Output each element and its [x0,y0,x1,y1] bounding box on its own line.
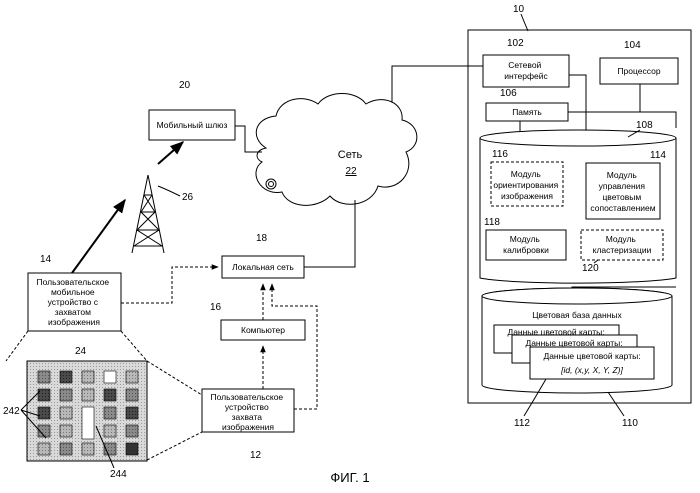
mobile-gateway-label: Мобильный шлюз [157,120,228,130]
ref-user-mobile-device: 14 [40,254,52,265]
color-patch [60,425,72,437]
color-patch [82,389,94,401]
ref-system: 10 [513,4,525,15]
ref-orientation-module: 116 [492,149,508,160]
computer-label: Компьютер [241,325,285,335]
color-patch [60,407,72,419]
figure-caption: ФИГ. 1 [330,470,369,485]
color-map-tuple: [id, (x,y, X, Y, Z)] [560,365,623,375]
color-patch [82,443,94,455]
color-patch [126,443,138,455]
color-patch [38,443,50,455]
memory-label: Память [512,107,542,117]
ref-calibration-card: 24 [75,346,87,357]
color-patch [104,425,116,437]
ref-network: 22 [345,166,357,177]
ref-memory-storage: 108 [636,120,653,131]
ref-color-map-record: 112 [514,418,530,429]
ref-matching-module: 114 [650,150,666,161]
ref-color-database: 110 [622,418,638,429]
color-patch [38,407,50,419]
color-patch [126,425,138,437]
color-patch [60,371,72,383]
ref-network-interface: 102 [507,38,524,49]
color-patch [60,443,72,455]
color-patch [104,389,116,401]
local-network-label: Локальная сеть [232,262,294,272]
color-patch [104,407,116,419]
ref-center-patch: 244 [110,469,127,480]
color-patch [60,389,72,401]
network-cloud [256,94,417,206]
ref-memory: 106 [500,88,517,99]
ref-tower: 26 [182,192,194,203]
ref-mobile-gateway: 20 [179,80,191,91]
ref-local-network: 18 [256,233,268,244]
calibration-module-label: Модуль калибровки [503,234,549,255]
color-map-record-3-label: Данные цветовой карты: [543,351,640,361]
color-patch [38,389,50,401]
ref-computer: 16 [210,302,222,313]
color-database-label: Цветовая база данных [532,310,622,320]
color-patch [126,371,138,383]
network-interface-label: Сетевой интерфейс [504,60,548,81]
ref-calibration-module: 118 [484,217,500,228]
ref-user-capture-device: 12 [250,450,262,461]
network-label: Сеть [338,149,363,161]
color-patch [104,371,116,383]
ref-color-patches: 242 [3,406,20,417]
color-patch [82,371,94,383]
color-patch [38,371,50,383]
center-white-patch [82,407,94,439]
color-patch [126,407,138,419]
ref-processor: 104 [624,40,641,51]
ref-clustering-module: 120 [582,263,599,274]
processor-label: Процессор [617,66,660,76]
color-patch [126,389,138,401]
